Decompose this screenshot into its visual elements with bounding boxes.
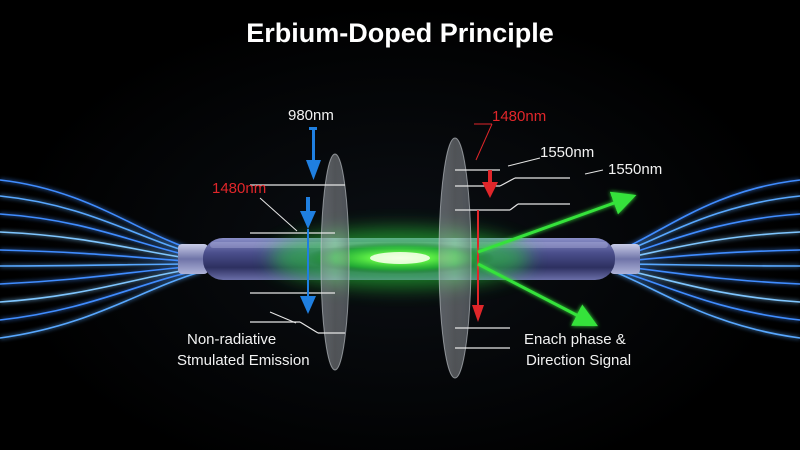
stimulated-arrow-head <box>300 296 316 314</box>
label-1480nm-left: 1480nm <box>212 180 267 197</box>
right-mirror-disc <box>438 137 472 379</box>
pump-1480-arrow-head-left <box>300 211 316 229</box>
signal-output-arrows <box>477 191 637 327</box>
diagram-title: Erbium-Doped Principle <box>246 18 554 48</box>
signal-arrow-down <box>477 262 598 327</box>
label-stimulated-emission: Stmulated Emission <box>177 352 310 369</box>
right-fiber-strands <box>614 179 800 339</box>
label-direction-signal: Direction Signal <box>526 352 632 369</box>
fiber-end-cap-left <box>178 244 208 274</box>
pump-1480-arrows-right <box>472 170 498 322</box>
right-energy-levels <box>455 169 570 349</box>
left-fiber-strands <box>0 179 201 339</box>
left-energy-levels <box>250 184 345 334</box>
pump-980-arrow-head <box>306 160 321 180</box>
label-1550nm-a: 1550nm <box>540 144 595 161</box>
label-non-radiative: Non-radiative <box>187 331 277 348</box>
pump-980-arrows <box>300 127 321 314</box>
label-980nm: 980nm <box>288 107 334 124</box>
label-1550nm-b: 1550nm <box>608 161 663 178</box>
label-1480nm-right: 1480nm <box>492 108 547 125</box>
fiber-end-cap-right <box>610 244 640 274</box>
left-mirror-disc <box>320 153 350 371</box>
signal-arrow-up <box>477 191 637 254</box>
label-pointers <box>259 123 604 324</box>
label-phase: Enach phase & <box>524 331 626 348</box>
